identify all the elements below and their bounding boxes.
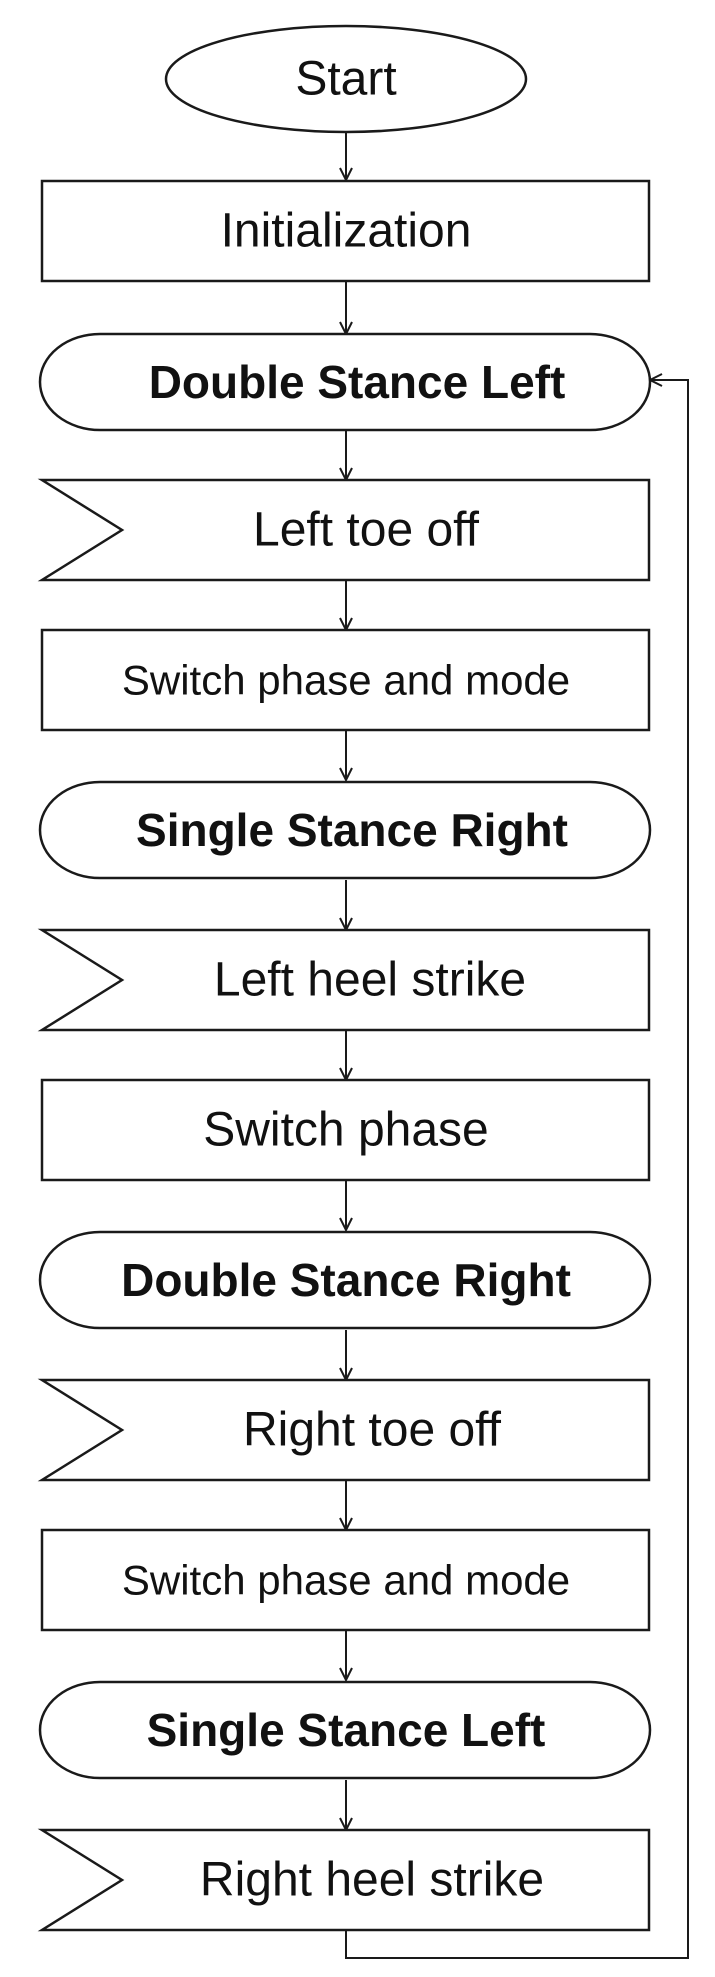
left-heel-strike-label: Left heel strike bbox=[214, 954, 526, 1007]
switch-phase-and-mode-1-process-shape bbox=[40, 628, 651, 732]
switch-phase-label: Switch phase bbox=[203, 1104, 489, 1157]
node-left-heel-strike: Left heel strike bbox=[37, 928, 651, 1032]
right-heel-strike-label: Right heel strike bbox=[200, 1854, 544, 1907]
edges bbox=[339, 132, 689, 1959]
node-right-heel-strike: Right heel strike bbox=[37, 1828, 651, 1932]
node-single-stance-right: Single Stance Right bbox=[38, 780, 652, 880]
node-start: Start bbox=[164, 24, 528, 134]
right-heel-strike-event-shape bbox=[37, 1828, 651, 1932]
edge-sp-dsr-arrowhead bbox=[339, 1217, 353, 1233]
node-left-toe-off: Left toe off bbox=[37, 478, 651, 582]
initialization-label: Initialization bbox=[221, 205, 472, 258]
double-stance-left-label: Double Stance Left bbox=[149, 356, 566, 408]
edge-loop-rhs-dsl bbox=[345, 379, 689, 1959]
node-switch-phase-and-mode-1: Switch phase and mode bbox=[40, 628, 651, 732]
switch-phase-process-shape bbox=[40, 1078, 651, 1182]
edge-spm2-ssl-arrowhead bbox=[339, 1667, 353, 1683]
single-stance-right-label: Single Stance Right bbox=[136, 804, 568, 856]
switch-phase-and-mode-2-process-shape bbox=[40, 1528, 651, 1632]
node-switch-phase-and-mode-2: Switch phase and mode bbox=[40, 1528, 651, 1632]
single-stance-left-state-shape bbox=[38, 1680, 652, 1780]
single-stance-left-label: Single Stance Left bbox=[147, 1704, 546, 1756]
switch-phase-and-mode-1-label: Switch phase and mode bbox=[122, 657, 570, 704]
double-stance-right-state-shape bbox=[38, 1230, 652, 1330]
start-label: Start bbox=[295, 53, 396, 106]
initialization-process-shape bbox=[40, 179, 651, 283]
single-stance-right-state-shape bbox=[38, 780, 652, 880]
node-switch-phase: Switch phase bbox=[40, 1078, 651, 1182]
double-stance-right-label: Double Stance Right bbox=[121, 1254, 571, 1306]
edge-spm1-ssr-arrowhead bbox=[339, 767, 353, 783]
left-heel-strike-event-shape bbox=[37, 928, 651, 1032]
node-double-stance-left: Double Stance Left bbox=[38, 332, 652, 432]
node-initialization: Initialization bbox=[40, 179, 651, 283]
left-toe-off-event-shape bbox=[37, 478, 651, 582]
right-toe-off-event-shape bbox=[37, 1378, 651, 1482]
switch-phase-and-mode-2-label: Switch phase and mode bbox=[122, 1557, 570, 1604]
node-double-stance-right: Double Stance Right bbox=[38, 1230, 652, 1330]
right-toe-off-label: Right toe off bbox=[243, 1404, 502, 1457]
start-terminator-shape bbox=[164, 24, 528, 134]
double-stance-left-state-shape bbox=[38, 332, 652, 432]
node-single-stance-left: Single Stance Left bbox=[38, 1680, 652, 1780]
node-right-toe-off: Right toe off bbox=[37, 1378, 651, 1482]
left-toe-off-label: Left toe off bbox=[253, 504, 480, 557]
